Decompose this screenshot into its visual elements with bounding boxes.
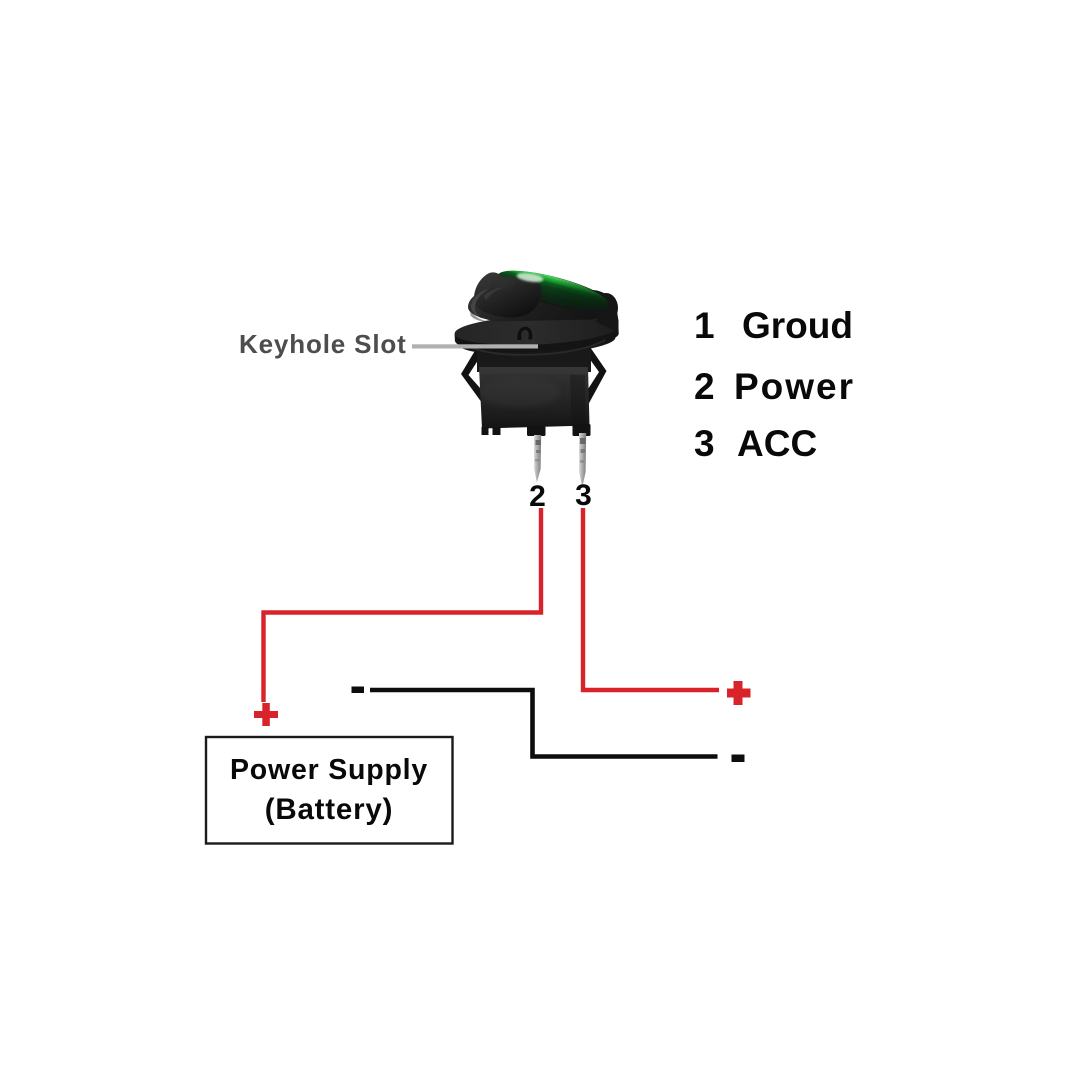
svg-text:Groud: Groud [742, 305, 853, 346]
svg-text:ACC: ACC [737, 423, 817, 464]
svg-text:3: 3 [575, 479, 592, 512]
svg-text:1: 1 [694, 305, 715, 346]
svg-text:Power: Power [734, 366, 855, 407]
svg-text:Keyhole Slot: Keyhole Slot [239, 329, 407, 359]
svg-text:2: 2 [694, 366, 715, 407]
svg-text:(Battery): (Battery) [265, 793, 394, 826]
svg-text:2: 2 [529, 480, 546, 513]
svg-text:Power Supply: Power Supply [230, 754, 428, 786]
svg-text:3: 3 [694, 423, 715, 464]
